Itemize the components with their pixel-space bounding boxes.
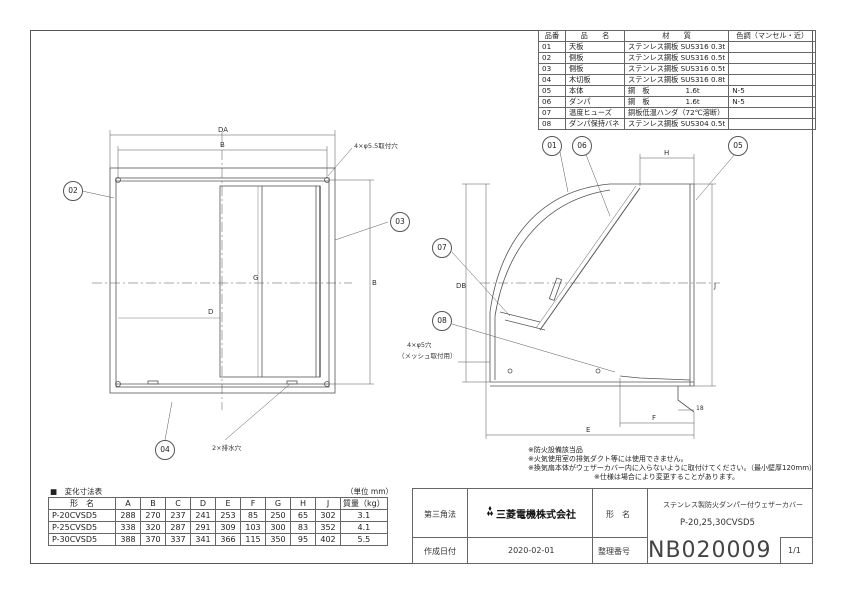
dim-label-B: B: [220, 141, 225, 149]
callout-08: 08: [432, 311, 452, 331]
front-inner-frame: [115, 177, 330, 388]
front-outer-plate: [109, 167, 336, 394]
creation-date: 2020-02-01: [508, 546, 555, 555]
page-number: 1/1: [788, 546, 801, 555]
hole-note-mesh-sub: （メッシュ取付用）: [398, 351, 457, 360]
parts-header-cell: 品番: [538, 30, 566, 42]
mitsubishi-logo-icon: [484, 506, 496, 519]
dim-label-D: D: [208, 308, 213, 316]
model-numbers: P-20,25,30CVSD5: [680, 518, 755, 528]
note-line: ※防火設備該当品: [528, 446, 583, 454]
callout-02: 02: [63, 181, 83, 201]
dim-label-F: F: [652, 414, 656, 422]
hole-note-drain: 2×排水穴: [212, 443, 242, 452]
date-label: 作成日付: [424, 547, 456, 556]
notes: ※防火設備該当品 ※火気使用室の排気ダクト等には使用できません。 ※換気扇本体が…: [528, 446, 816, 482]
dim-table-unit: （単位 mm）: [346, 487, 393, 496]
callout-04: 04: [155, 440, 175, 460]
front-opening: [219, 185, 321, 378]
dim-label-18: 18: [696, 405, 704, 412]
callout-05: 05: [728, 136, 748, 156]
parts-header-cell: 品 名: [565, 30, 625, 42]
projection-label: 第三角法: [424, 510, 456, 519]
parts-header-cell: 材 質: [623, 30, 730, 42]
product-name: ステンレス製防火ダンパー付ウェザーカバー: [663, 501, 803, 509]
parts-header-cell: 色調（マンセル・近）: [728, 30, 817, 42]
dim-label-B-right: B: [372, 279, 377, 287]
callout-06: 06: [572, 136, 592, 156]
side-hood-curve: [489, 183, 694, 382]
dim-label-DB: DB: [456, 282, 466, 290]
callout-01: 01: [542, 136, 562, 156]
dim-table-title: ■ 変化寸法表: [50, 487, 103, 496]
dim-label-DA: DA: [218, 126, 228, 134]
dim-label-J: J: [713, 282, 716, 290]
dim-label-G: G: [253, 274, 258, 282]
damper-plate: [539, 187, 641, 331]
model-label: 形 名: [606, 510, 630, 519]
drawing-number: NB020009: [648, 538, 772, 563]
callout-07: 07: [432, 238, 452, 258]
company-name: 三菱電機株式会社: [484, 506, 576, 521]
parts-header-row: 品番 品 名 材 質 色調（マンセル・近）: [538, 30, 817, 42]
note-line: ※火気使用室の排気ダクト等には使用できません。: [528, 455, 688, 463]
dim-label-E: E: [586, 426, 590, 434]
callout-03: 03: [390, 212, 410, 232]
dim-label-H: H: [664, 149, 669, 157]
dim-header-row: 形 名 A B C D E F G H J 質量（kg）: [48, 497, 388, 510]
number-label: 整理番号: [598, 547, 630, 556]
hole-note-mesh: 4×φ5穴: [407, 340, 432, 349]
hole-note-mounting: 4×φ5.5取付穴: [354, 141, 398, 150]
note-line: ※換気扇本体がウェザーカバー内に入らないように取付けてください。（最小壁厚120…: [528, 464, 817, 472]
note-line: ※仕様は場合により変更することがあります。: [594, 473, 740, 481]
